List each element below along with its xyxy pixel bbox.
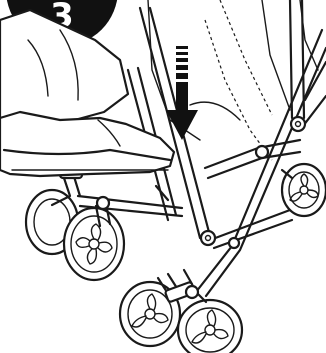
front-wheel-right [178, 286, 242, 353]
rear-wheel-right [282, 164, 326, 216]
